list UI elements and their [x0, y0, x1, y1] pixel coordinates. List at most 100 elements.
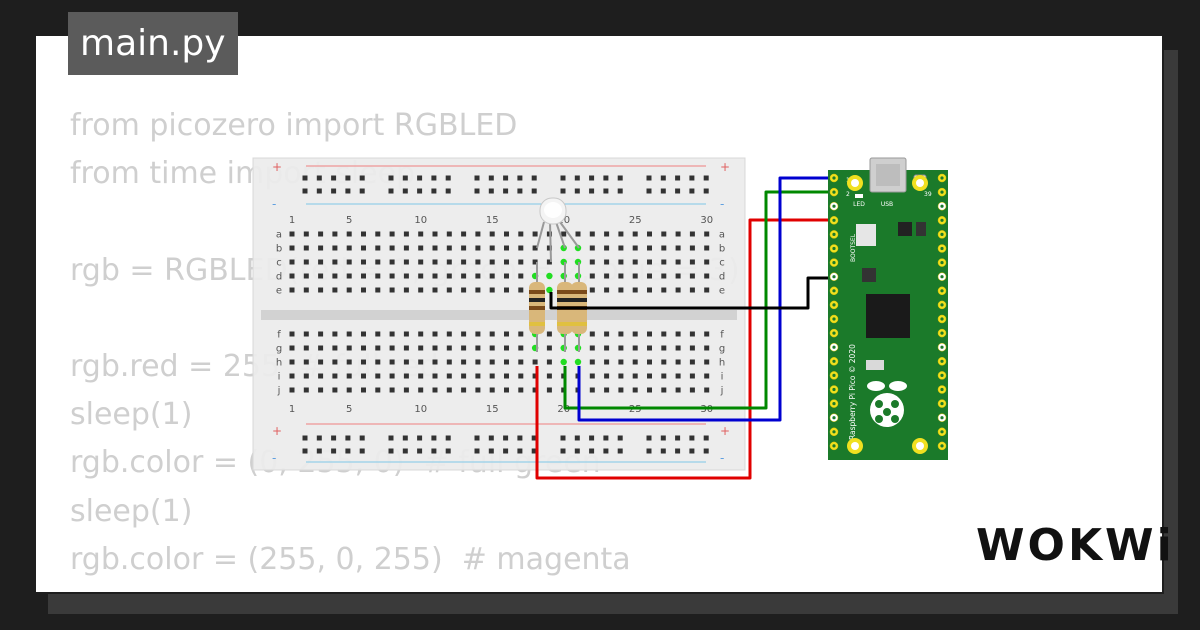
rail-minus-label: - [720, 197, 724, 211]
breadboard-hole [461, 231, 467, 237]
breadboard-hole [461, 273, 467, 279]
breadboard-hole [488, 435, 494, 441]
breadboard-hole [689, 273, 695, 279]
breadboard-hole [402, 175, 408, 181]
breadboard-hole [518, 387, 524, 393]
breadboard-hole [603, 448, 609, 454]
breadboard-hole [618, 245, 624, 251]
breadboard-hole-active [574, 358, 582, 366]
bootsel-switch-icon [856, 224, 876, 246]
breadboard-hole [403, 273, 409, 279]
breadboard-hole [660, 435, 666, 441]
breadboard-hole [589, 331, 595, 337]
breadboard-hole [661, 245, 667, 251]
breadboard-hole [318, 259, 324, 265]
pico-pin-hole [940, 387, 944, 392]
column-number: 20 [557, 404, 570, 415]
rgb-led[interactable] [536, 197, 580, 263]
row-letter: d [719, 272, 725, 283]
breadboard-hole [303, 231, 309, 237]
breadboard-hole [403, 359, 409, 365]
breadboard-hole [316, 188, 322, 194]
breadboard-hole [532, 387, 538, 393]
breadboard-hole [704, 287, 710, 293]
breadboard-hole [431, 448, 437, 454]
wire-green[interactable] [563, 190, 838, 410]
row-letter: g [276, 344, 282, 355]
breadboard-hole [604, 387, 610, 393]
code-line: from picozero import RGBLED [70, 108, 518, 143]
breadboard-hole [617, 175, 623, 181]
row-letter: j [277, 386, 281, 397]
wire-black[interactable] [549, 276, 838, 310]
breadboard-hole [517, 188, 523, 194]
breadboard-hole [332, 373, 338, 379]
breadboard-hole [504, 387, 509, 393]
breadboard-hole [375, 373, 381, 379]
breadboard-hole [431, 188, 437, 194]
row-letter: h [276, 358, 282, 369]
file-tab-main-py[interactable]: main.py [68, 12, 238, 75]
breadboard-hole [332, 273, 338, 279]
breadboard-hole [646, 448, 652, 454]
breadboard-hole [303, 387, 309, 393]
breadboard-hole [489, 359, 495, 365]
breadboard-hole [318, 373, 324, 379]
pico-pin-hole [832, 416, 836, 420]
breadboard-hole [445, 188, 451, 194]
column-number: 30 [700, 215, 713, 226]
breadboard-hole [318, 331, 324, 337]
breadboard-hole [661, 231, 667, 237]
breadboard-hole [431, 175, 437, 181]
breadboard-hole [303, 345, 309, 351]
rail-plus-label: + [272, 160, 282, 174]
row-letter: a [276, 230, 282, 241]
chip-regulator-icon [916, 222, 926, 236]
breadboard-hole [589, 359, 595, 365]
breadboard-hole [675, 387, 681, 393]
breadboard-hole [661, 273, 667, 279]
breadboard-hole [375, 345, 381, 351]
code-line: sleep(1) [70, 584, 740, 592]
breadboard-hole [632, 331, 638, 337]
breadboard-hole [331, 175, 337, 181]
breadboard-hole [675, 345, 681, 351]
breadboard-hole [446, 273, 452, 279]
breadboard-hole [675, 435, 681, 441]
breadboard-hole [318, 245, 324, 251]
breadboard-hole [332, 331, 338, 337]
breadboard-hole [361, 387, 366, 393]
row-letter: e [719, 286, 725, 297]
mount-hole-center [851, 442, 859, 450]
wire-blue[interactable] [577, 176, 838, 422]
breadboard-hole [647, 331, 652, 337]
breadboard-hole [432, 231, 438, 237]
breadboard-hole [661, 331, 667, 337]
breadboard-hole [289, 387, 295, 393]
raspberry-pi-pico[interactable]: LED USB 1 2 39 BOOTSEL Raspberry Pi Pico… [828, 157, 948, 460]
pico-pin-hole [940, 331, 944, 335]
breadboard-hole [461, 359, 467, 365]
breadboard-hole [647, 259, 652, 265]
breadboard-hole [504, 373, 509, 379]
resistor-red[interactable] [529, 262, 545, 352]
breadboard-hole [532, 231, 538, 237]
breadboard-hole [704, 273, 710, 279]
breadboard-hole [675, 287, 681, 293]
column-number: 15 [486, 215, 499, 226]
breadboard-hole [461, 373, 467, 379]
breadboard-hole [302, 175, 308, 181]
breadboard-hole [346, 245, 352, 251]
breadboard-hole [461, 287, 467, 293]
column-number: 10 [414, 404, 427, 415]
breadboard-hole [302, 435, 308, 441]
pico-pin-hole [940, 190, 944, 194]
breadboard-hole [318, 345, 324, 351]
breadboard-hole [661, 259, 667, 265]
breadboard-hole [618, 345, 624, 351]
breadboard-hole [504, 273, 509, 279]
row-letter: i [278, 372, 281, 383]
breadboard-hole [632, 287, 638, 293]
breadboard-hole [703, 448, 709, 454]
breadboard-hole [560, 448, 566, 454]
